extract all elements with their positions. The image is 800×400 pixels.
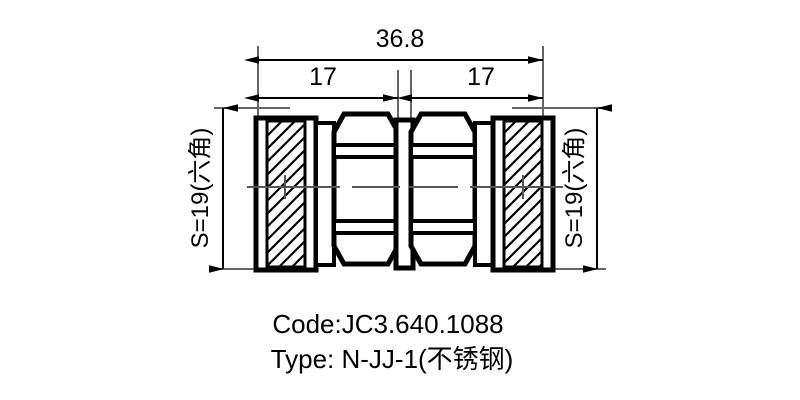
right-hex-lower-flat <box>409 219 477 235</box>
caption-code-line: Code:JC3.640.1088 <box>272 309 503 339</box>
dim-label-left-hex-size: S=19(六角) <box>187 128 214 249</box>
dim-label-left-half: 17 <box>309 63 337 91</box>
caption-type-line: Type: N-JJ-1(不锈钢) <box>271 344 514 374</box>
centerlines <box>247 175 563 199</box>
right-knurled-sleeve <box>473 115 556 273</box>
right-hex-nut <box>408 111 478 267</box>
vertical-dimension-group: S=19(六角) S=19(六角) <box>187 104 612 273</box>
left-hex-lower-flat <box>332 219 400 235</box>
left-hex-nut <box>331 111 401 267</box>
horizontal-dimension-group: 36.8 17 17 <box>244 25 543 102</box>
left-hex-upper-flat <box>332 143 400 159</box>
left-knurled-sleeve <box>253 115 336 273</box>
caption-block: Code:JC3.640.1088 Type: N-JJ-1(不锈钢) <box>271 309 514 374</box>
dim-label-right-half: 17 <box>467 63 495 91</box>
dim-label-right-hex-size: S=19(六角) <box>561 128 588 249</box>
right-hex-upper-flat <box>409 143 477 159</box>
dim-label-overall-length: 36.8 <box>376 25 425 53</box>
adapter-body <box>253 111 556 273</box>
